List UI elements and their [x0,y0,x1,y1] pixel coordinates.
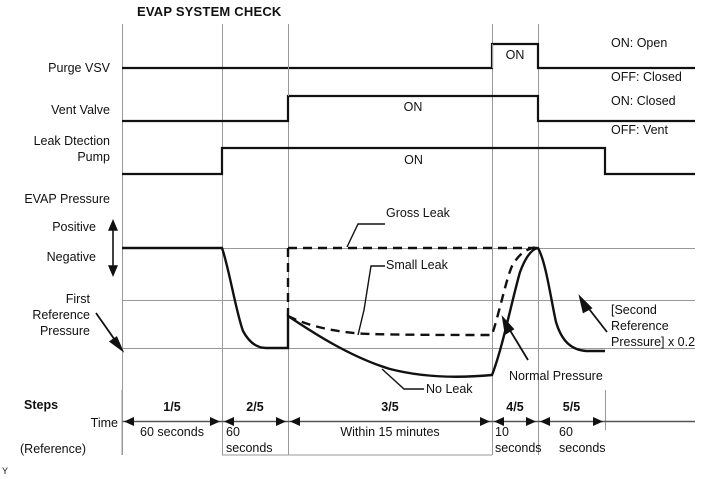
leak-detection-pump-trace [122,146,695,176]
step-label-1: 1/5 [163,400,181,414]
small-leak-label: Small Leak [386,258,448,272]
vertical-gridlines [122,24,606,455]
callout-leaders [346,223,424,390]
row-label-first-reference-line3: Pressure [39,324,90,338]
legend-second-reference-line3: Pressure] x 0.2 [611,335,696,349]
step-label-5: 5/5 [562,400,581,414]
step-label-2: 2/5 [246,400,264,414]
duration-cell-boxes [121,390,492,456]
legend-purge-on: ON: Open [611,36,668,50]
legend-vent-off: OFF: Vent [611,123,668,137]
step-duration-4-line1: 10 [495,425,509,439]
row-label-first-reference-line2: Reference [32,308,90,322]
step-duration-2-line1: 60 [226,425,240,439]
gross-leak-curve [286,246,538,316]
no-leak-curve [122,246,605,378]
legend-purge-off: OFF: Closed [611,70,682,84]
step-duration-5-line2: seconds [559,441,606,455]
vent-valve-on-label: ON [403,100,423,114]
row-label-evap-pressure: EVAP Pressure [24,192,110,206]
timeline-time-header: Time [90,416,118,430]
row-label-leak-detection-pump-line2: Pump [77,150,110,164]
page-title: EVAP SYSTEM CHECK [137,4,282,19]
legend-second-reference-line2: Reference [611,319,669,333]
row-label-first-reference-line1: First [65,292,90,306]
row-label-negative: Negative [46,250,96,264]
row-label-positive: Positive [52,220,96,234]
step-duration-2-line2: seconds [226,441,273,455]
purge-vsv-trace [122,42,695,70]
normal-pressure-label: Normal Pressure [509,369,603,383]
no-leak-label: No Leak [426,382,473,396]
vent-valve-trace [122,94,695,123]
timeline-arrowheads [124,417,603,426]
timeline-reference-header: (Reference) [20,442,86,456]
legend-second-reference-line1: [Second [611,303,657,317]
step-duration-4-line2: seconds [495,441,542,455]
leak-detection-pump-on-label: ON [404,153,423,167]
corner-mark: Y [2,466,9,476]
row-label-vent-valve: Vent Valve [51,103,110,117]
row-label-purge-vsv: Purge VSV [48,61,110,75]
first-reference-pressure-arrow [95,312,125,353]
purge-vsv-on-label: ON [505,48,525,62]
positive-negative-arrow [107,218,119,278]
second-reference-pressure-arrow [578,294,608,333]
step-duration-1-line1: 60 seconds [140,425,204,439]
gross-leak-label: Gross Leak [386,206,450,220]
row-label-leak-detection-pump-line1: Leak Dtection [33,134,110,148]
step-duration-5-line1: 60 [559,425,573,439]
step-duration-3-line1: Within 15 minutes [340,425,440,439]
normal-pressure-arrow [501,315,529,361]
step-label-4: 4/5 [506,400,524,414]
legend-vent-on: ON: Closed [611,94,676,108]
step-label-3: 3/5 [381,400,399,414]
timeline-steps-header: Steps [24,398,59,412]
on-box-risers [288,24,493,96]
